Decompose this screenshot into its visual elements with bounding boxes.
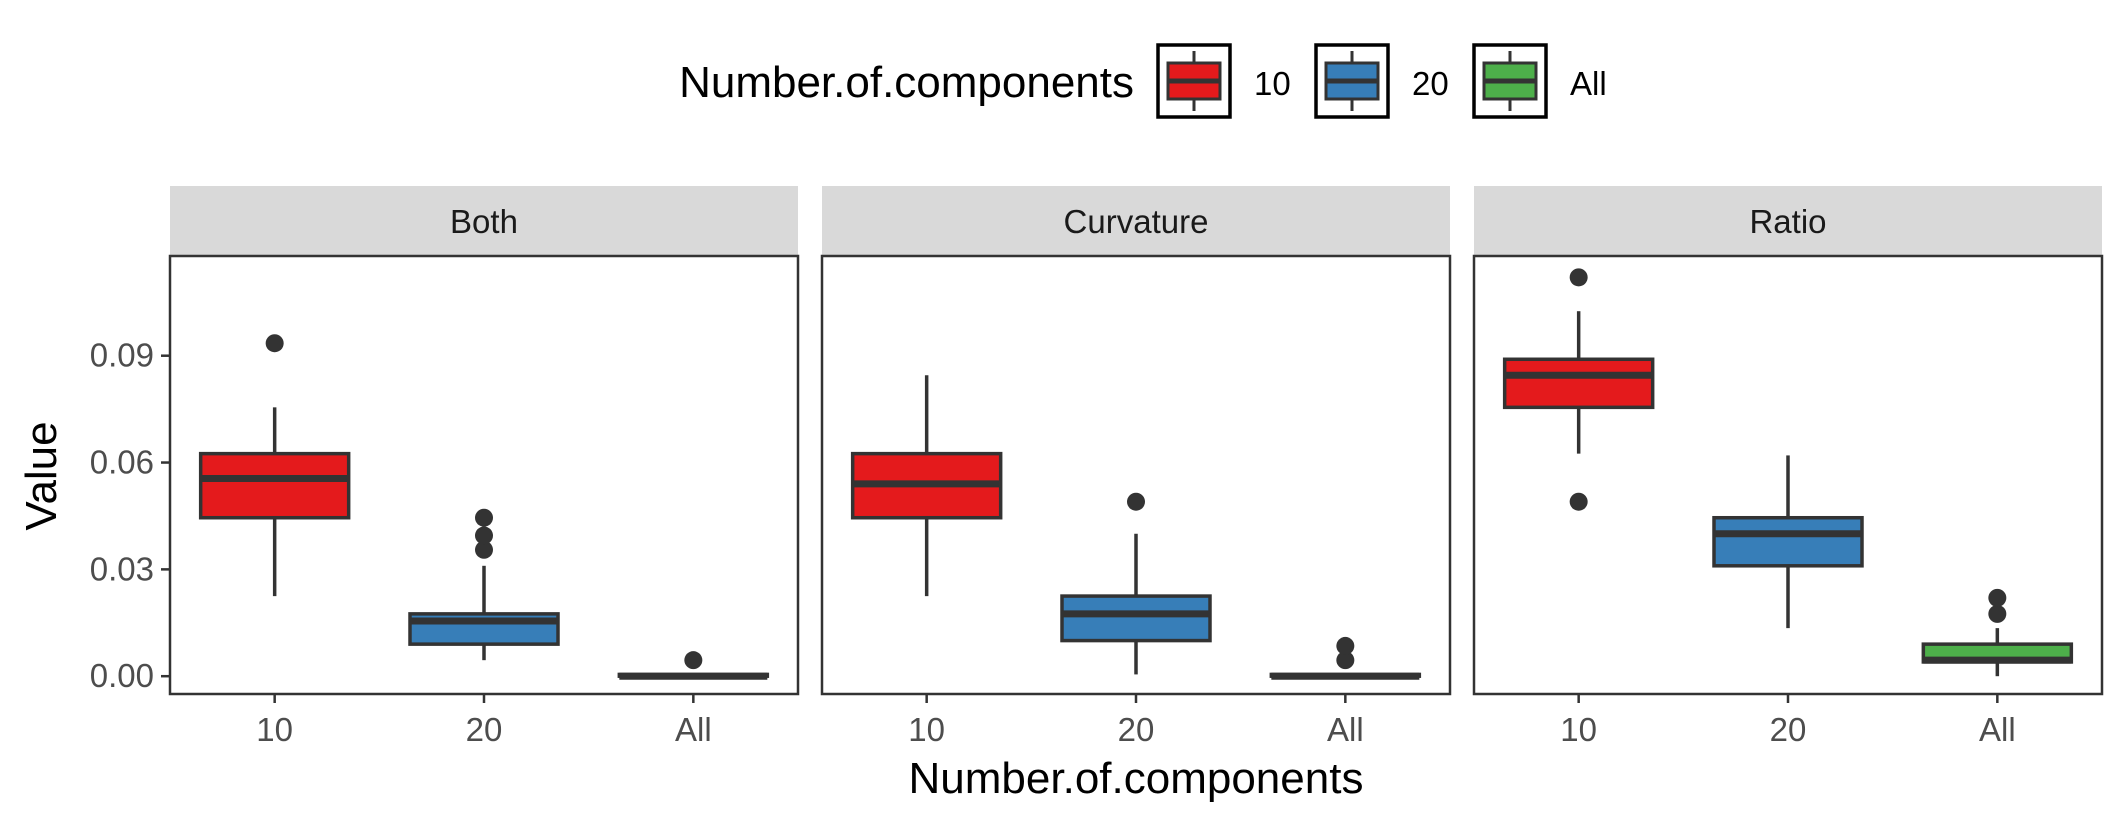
x-tick-label: All	[1979, 711, 2016, 748]
outlier-point	[475, 508, 493, 527]
panel-curvature: Curvature 10 20 All	[820, 186, 1452, 748]
facet-panels: Both 10 20 All Curvature 10 20 All Ratio 10 20 All	[168, 186, 2104, 748]
box-20	[408, 508, 560, 661]
outlier-point	[1988, 604, 2007, 623]
box-20	[1712, 455, 1864, 629]
legend-label: All	[1570, 65, 1607, 102]
y-tick-label: 0.03	[90, 550, 154, 587]
box-body	[198, 451, 351, 520]
x-tick-label: 10	[1560, 711, 1597, 748]
box-body	[1060, 594, 1212, 643]
strip-background	[1474, 186, 2102, 256]
box-10	[198, 334, 351, 597]
x-tick-label: 20	[1118, 711, 1155, 748]
x-axis-title: Number.of.components	[909, 754, 1364, 803]
outlier-point	[475, 526, 493, 545]
box-all	[1269, 636, 1422, 680]
legend: Number.of.components 10 20 All	[679, 43, 1607, 119]
y-tick-label: 0.06	[90, 444, 154, 481]
x-tick-label: 20	[1770, 711, 1807, 748]
outlier-point	[1988, 588, 2007, 607]
x-tick-label: 20	[466, 711, 503, 748]
panel-both: Both 10 20 All	[168, 186, 800, 748]
y-axis: 0.00 0.03 0.06 0.09	[90, 337, 170, 694]
outlier-point	[1569, 268, 1588, 287]
x-tick-label: 10	[256, 711, 293, 748]
y-tick-label: 0.00	[90, 657, 154, 694]
box-body	[1502, 357, 1655, 410]
outlier-point	[1127, 492, 1145, 511]
strip-background	[170, 186, 798, 256]
legend-label: 10	[1254, 65, 1291, 102]
legend-item-10: 10	[1156, 43, 1291, 119]
outlier-point	[475, 540, 493, 559]
box-body	[1712, 515, 1864, 568]
outlier-point	[265, 334, 284, 353]
x-tick-label: All	[675, 711, 712, 748]
x-tick-label: All	[1327, 711, 1364, 748]
strip-label: Both	[450, 203, 518, 240]
box-20	[1060, 492, 1212, 675]
x-tick-label: 10	[908, 711, 945, 748]
outlier-point	[1336, 651, 1355, 670]
legend-item-20: 20	[1314, 43, 1449, 119]
outlier-point	[1336, 636, 1355, 655]
box-all	[617, 651, 770, 680]
box-all	[1921, 588, 2074, 677]
strip-background	[822, 186, 1450, 256]
box-10	[850, 375, 1003, 597]
legend-title: Number.of.components	[679, 58, 1134, 107]
panel-ratio: Ratio 10 20 All	[1472, 186, 2104, 748]
outlier-point	[684, 651, 703, 670]
y-axis-title: Value	[17, 421, 66, 530]
legend-label: 20	[1412, 65, 1449, 102]
y-tick-label: 0.09	[90, 337, 154, 374]
strip-label: Curvature	[1064, 203, 1209, 240]
legend-item-all: All	[1472, 43, 1607, 119]
outlier-point	[1569, 492, 1588, 511]
strip-label: Ratio	[1749, 203, 1826, 240]
box-10	[1502, 268, 1655, 511]
